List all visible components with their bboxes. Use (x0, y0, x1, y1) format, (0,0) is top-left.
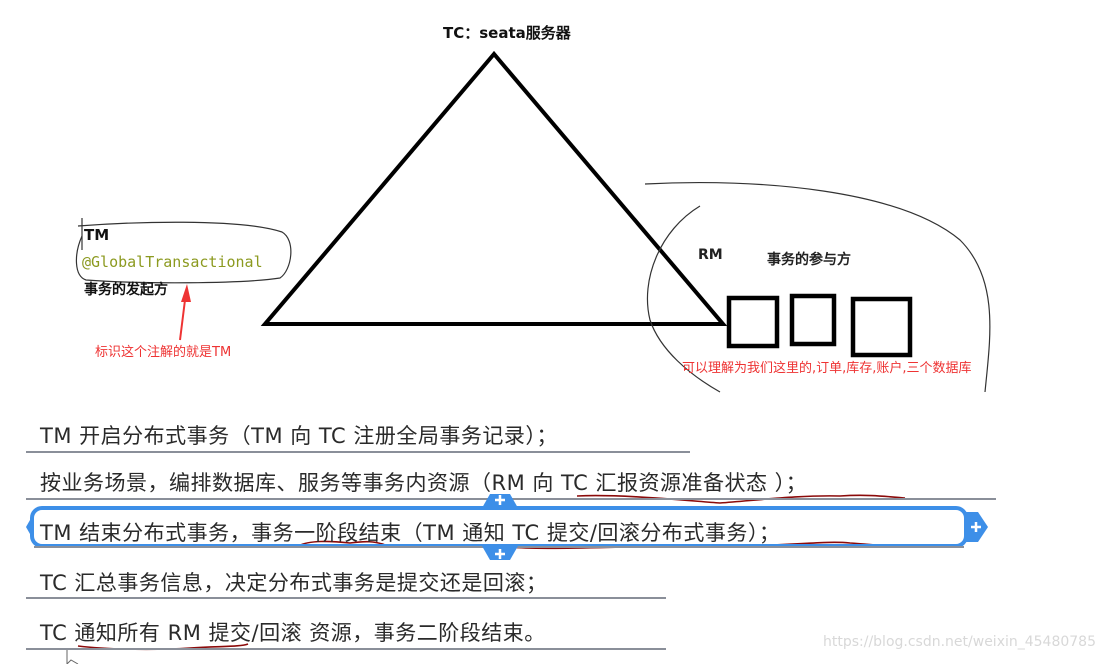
tm-label: TM (84, 226, 110, 244)
step-5[interactable]: TC 通知所有 RM 提交/回滚 资源，事务二阶段结束。 (40, 621, 546, 645)
resource-box-1 (726, 295, 780, 349)
tc-triangle (260, 50, 728, 326)
underline-step3-a (297, 540, 386, 547)
tm-note: 标识这个注解的就是TM (95, 345, 232, 360)
step-4[interactable]: TC 汇总事务信息，决定分布式事务是提交还是回滚； (40, 571, 548, 595)
step-4-rule (26, 597, 666, 599)
step-1-rule (26, 451, 690, 453)
rm-note: 可以理解为我们这里的,订单,库存,账户,三个数据库 (682, 361, 972, 376)
tc-title: TC：seata服务器 (443, 24, 571, 42)
rm-label: RM (698, 247, 723, 263)
tm-arrow-head (181, 284, 191, 302)
step-3-rule (34, 546, 964, 548)
mouse-cursor-icon (66, 649, 79, 664)
watermark: https://blog.csdn.net/weixin_45480785 (822, 634, 1096, 650)
rm-hand-arc (646, 205, 721, 393)
resource-box-2 (789, 293, 837, 347)
rm-role: 事务的参与方 (767, 252, 851, 268)
step-2-rule (26, 498, 996, 500)
step-2[interactable]: 按业务场景，编排数据库、服务等事务内资源（RM 向 TC 汇报资源准备状态 ）； (40, 471, 808, 495)
rm-hand-ellipse (644, 181, 991, 393)
step-1[interactable]: TM 开启分布式事务（TM 向 TC 注册全局事务记录）； (40, 424, 558, 448)
resource-box-3 (850, 296, 913, 358)
tm-hand-circle (75, 221, 292, 284)
tm-role: 事务的发起方 (84, 282, 168, 298)
step-3[interactable]: TM 结束分布式事务，事务一阶段结束（TM 通知 TC 提交/回滚分布式事务）； (40, 521, 781, 545)
tm-annotation: @GlobalTransactional (82, 253, 263, 271)
step-5-rule (26, 648, 666, 650)
